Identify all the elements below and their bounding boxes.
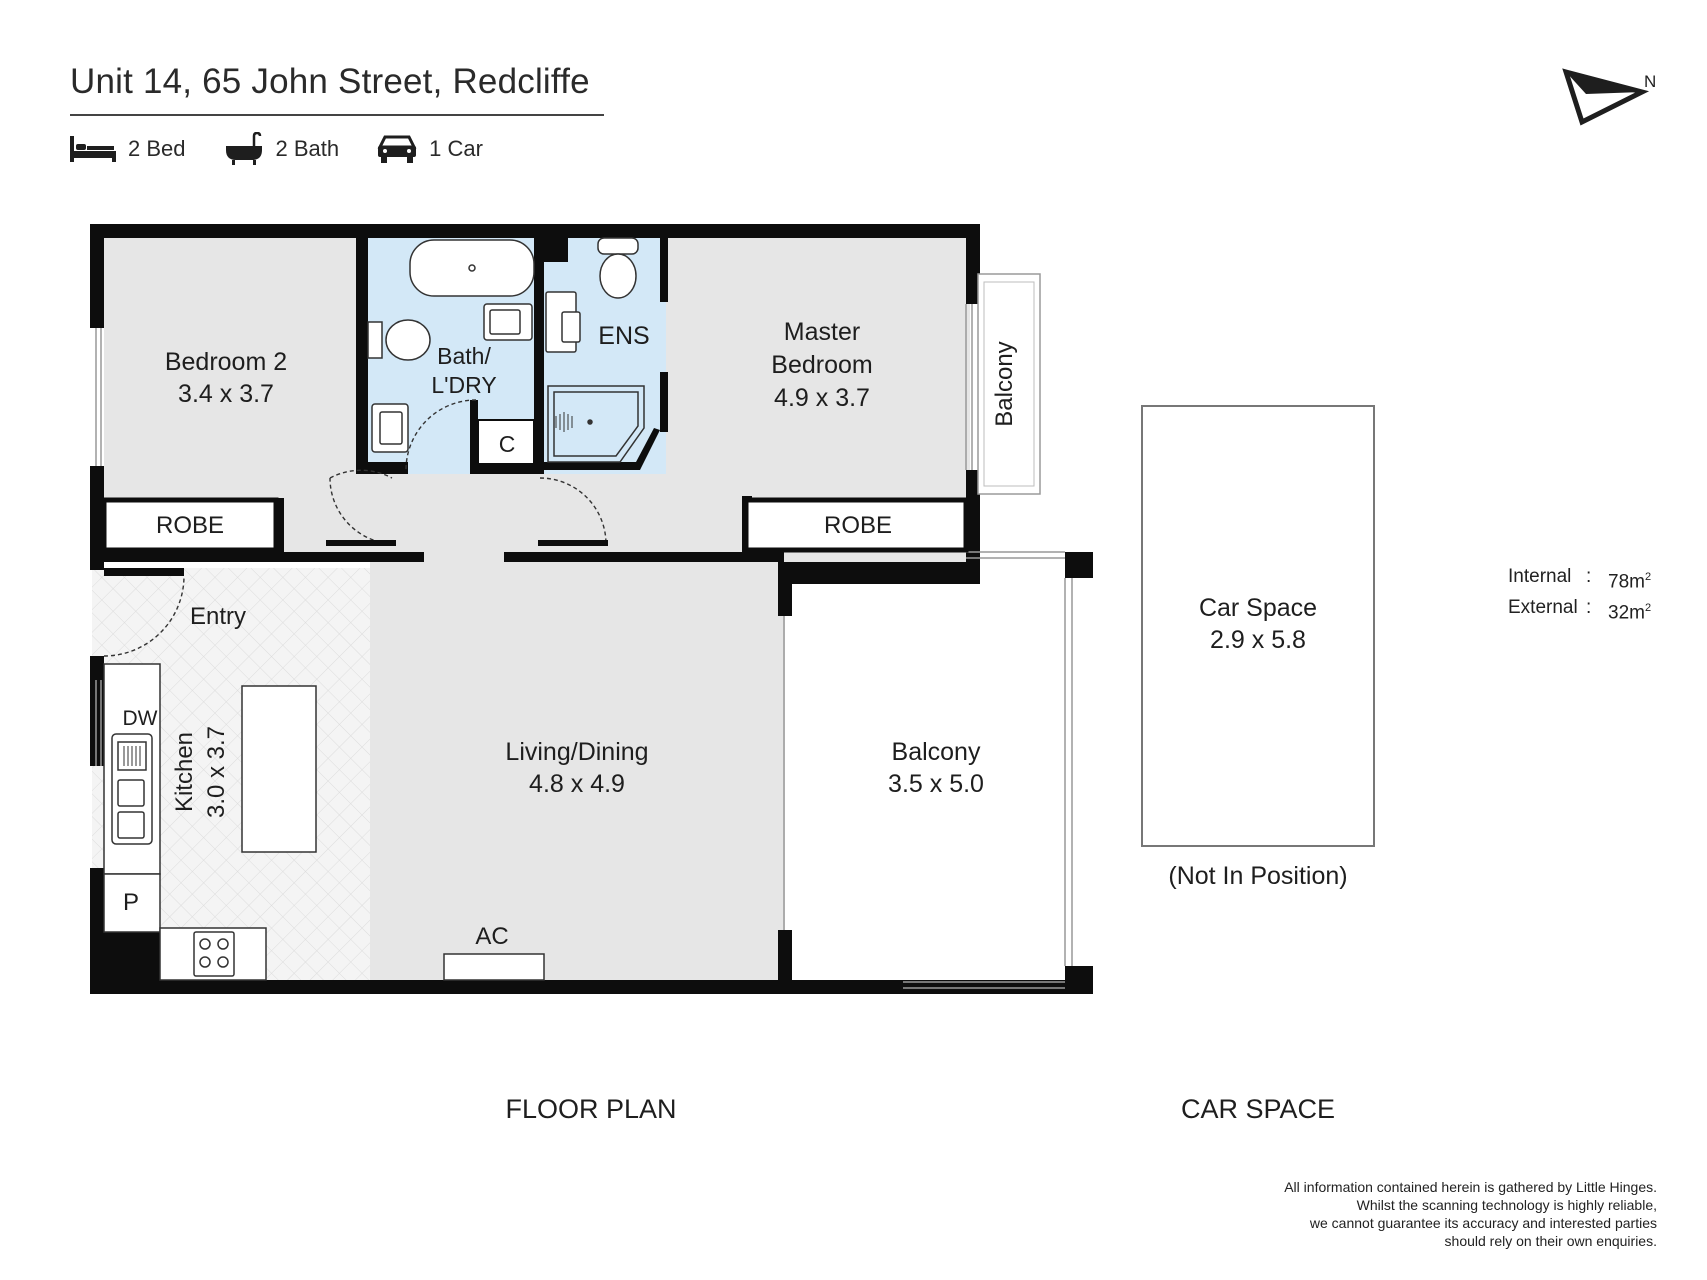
car-icon: [377, 135, 417, 163]
cupboard-panel: [477, 419, 535, 465]
disclaimer-line: we cannot guarantee its accuracy and int…: [1309, 1215, 1657, 1231]
ens-label: ENS: [598, 322, 649, 350]
internal-label: Internal: [1508, 566, 1572, 587]
robe-right-panel: [743, 497, 969, 553]
window-lines: [95, 304, 1073, 989]
car-space-caption: CAR SPACE: [1181, 1094, 1335, 1124]
balcony-dims: 3.5 x 5.0: [888, 770, 984, 798]
disclaimer-line: Whilst the scanning technology is highly…: [1356, 1197, 1657, 1213]
master-dims: 4.9 x 3.7: [774, 384, 870, 412]
shower-rose: [555, 412, 573, 432]
internal-separator: :: [1586, 566, 1592, 587]
plan-title: Unit 14, 65 John Street, Redcliffe: [70, 62, 590, 101]
door-swings: [103, 399, 607, 657]
external-separator: :: [1586, 597, 1592, 619]
ac-label: AC: [475, 923, 508, 950]
robe-right-label: ROBE: [824, 512, 892, 539]
north-label: N: [1644, 72, 1657, 91]
external-label: External: [1508, 597, 1578, 619]
small-balcony-label: Balcony: [991, 341, 1018, 426]
bed-icon: [70, 136, 116, 162]
beds-label: 2 Bed: [128, 136, 186, 161]
internal-value: 78m2: [1608, 571, 1652, 593]
car-space-dims: 2.9 x 5.8: [1210, 626, 1306, 654]
bath-label-1: Bath/: [437, 343, 491, 369]
balcony-name: Balcony: [892, 738, 981, 766]
robe-left-panel: [101, 497, 279, 553]
living-dims: 4.8 x 4.9: [529, 770, 625, 798]
door-leaves: [326, 540, 608, 546]
property-specs: 2 Bed 2 Bath 1 Car: [70, 132, 521, 166]
cars-label: 1 Car: [429, 136, 483, 161]
pantry-label: P: [123, 889, 139, 916]
bathroom-fixtures: [367, 237, 645, 463]
living-name: Living/Dining: [505, 738, 648, 766]
kitchen-fixtures: [103, 663, 545, 981]
floor-plan-caption: FLOOR PLAN: [505, 1094, 676, 1124]
bedroom2-dims: 3.4 x 3.7: [178, 380, 274, 408]
kitchen-dims: 3.0 x 3.7: [203, 726, 230, 818]
bathtub-icon: [225, 132, 262, 165]
master-name-2: Bedroom: [771, 351, 872, 379]
sink-drainer-lines: [123, 746, 141, 766]
car-space-name: Car Space: [1199, 594, 1317, 622]
disclaimer-line: All information contained herein is gath…: [1284, 1179, 1657, 1195]
disclaimer: All information contained herein is gath…: [1137, 1178, 1657, 1250]
car-space-note: (Not In Position): [1168, 862, 1347, 890]
dw-label: DW: [123, 707, 158, 730]
spec-beds: 2 Bed: [70, 134, 186, 164]
living-floor: [370, 562, 785, 980]
external-value: 32m2: [1608, 602, 1652, 624]
external-area-row: External : 32m2: [1508, 595, 1651, 626]
internal-area-row: Internal : 78m2: [1508, 564, 1651, 595]
small-balcony-outline: [977, 273, 1041, 495]
master-name-1: Master: [784, 318, 860, 346]
bedroom2-name: Bedroom 2: [165, 348, 287, 376]
bath-label-2: L'DRY: [431, 372, 496, 398]
spec-baths: 2 Bath: [224, 132, 340, 166]
robe-left-label: ROBE: [156, 512, 224, 539]
car-space-outline: [1141, 405, 1375, 847]
area-summary: Internal : 78m2 External : 32m2: [1508, 564, 1651, 627]
north-arrow-icon: [1562, 68, 1650, 126]
spec-cars: 1 Car: [377, 133, 483, 165]
title-divider: [70, 114, 604, 116]
baths-label: 2 Bath: [275, 136, 340, 161]
disclaimer-line: should rely on their own enquiries.: [1444, 1233, 1657, 1249]
entry-label: Entry: [190, 603, 246, 630]
kitchen-name: Kitchen: [171, 732, 198, 812]
balcony-floor: [790, 582, 1082, 980]
cupboard-label: C: [499, 431, 516, 457]
walls: [90, 224, 1093, 994]
